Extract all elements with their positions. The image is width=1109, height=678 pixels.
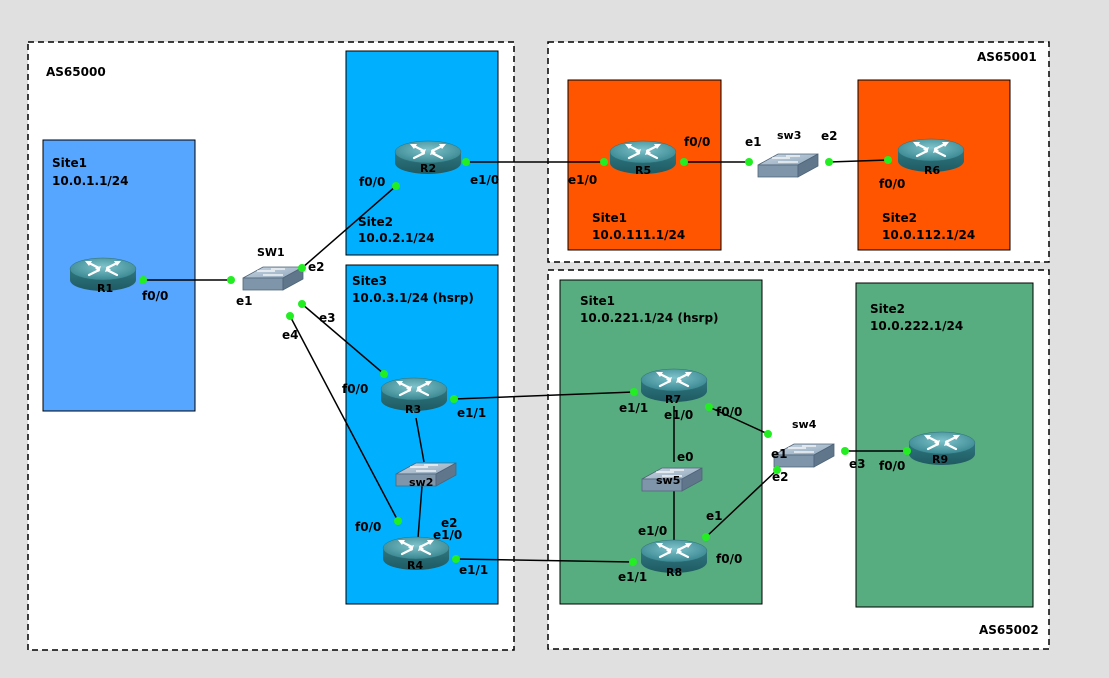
port-sw1-e1 bbox=[227, 276, 235, 284]
iface-r5-e10: e1/0 bbox=[568, 173, 597, 187]
link-r7-sw4 bbox=[708, 406, 769, 435]
as65000-site2-name: Site2 bbox=[358, 215, 393, 229]
port-sw4-e1 bbox=[764, 430, 772, 438]
port-r3-f00 bbox=[380, 370, 388, 378]
iface-r9-f00: f0/0 bbox=[879, 459, 905, 473]
port-r7-e11 bbox=[630, 388, 638, 396]
switch-sw2-label: sw2 bbox=[409, 476, 433, 489]
port-sw3-e1 bbox=[745, 158, 753, 166]
port-r3-e11 bbox=[450, 395, 458, 403]
router-r6-label: R6 bbox=[924, 164, 940, 177]
iface-sw1-e3: e3 bbox=[319, 311, 336, 325]
iface-r7-f00: f0/0 bbox=[716, 405, 742, 419]
iface-sw1-e4: e4 bbox=[282, 328, 299, 342]
as65001-site2-name: Site2 bbox=[882, 211, 917, 225]
port-r6-f00 bbox=[884, 156, 892, 164]
iface-r2-e10: e1/0 bbox=[470, 173, 499, 187]
link-sw1-r2 bbox=[301, 185, 397, 269]
iface-sw4-e1: e1 bbox=[771, 447, 788, 461]
port-sw4-e2 bbox=[773, 466, 781, 474]
iface-r7-e11: e1/1 bbox=[619, 401, 648, 415]
as65001-label: AS65001 bbox=[977, 50, 1037, 64]
as65000-site3-name: Site3 bbox=[352, 274, 387, 288]
port-sw3-e2 bbox=[825, 158, 833, 166]
iface-r7-e10: e1/0 bbox=[664, 408, 693, 422]
port-dots bbox=[139, 156, 911, 566]
port-r5-f00 bbox=[680, 158, 688, 166]
iface-r4-f00: f0/0 bbox=[355, 520, 381, 534]
iface-r4-e11: e1/1 bbox=[459, 563, 488, 577]
iface-sw4-e2: e2 bbox=[772, 470, 789, 484]
router-r8-label: R8 bbox=[666, 566, 682, 579]
iface-sw2-e2: e2 bbox=[441, 516, 458, 530]
as65000-site3-subnet: 10.0.3.1/24 (hsrp) bbox=[352, 291, 474, 305]
as65002-site1-subnet: 10.0.221.1/24 (hsrp) bbox=[580, 311, 719, 325]
iface-r8-e10: e1/0 bbox=[638, 524, 667, 538]
port-r4-e11 bbox=[452, 555, 460, 563]
iface-sw5-e1: e1 bbox=[706, 509, 723, 523]
iface-r5-f00: f0/0 bbox=[684, 135, 710, 149]
iface-sw1-e2: e2 bbox=[308, 260, 325, 274]
as65000-site2-subnet: 10.0.2.1/24 bbox=[358, 231, 435, 245]
port-sw4-e3 bbox=[841, 447, 849, 455]
link-sw1-r4 bbox=[289, 315, 399, 522]
iface-r4-e10: e1/0 bbox=[433, 528, 462, 542]
switch-sw3-label: sw3 bbox=[777, 129, 801, 142]
switch-sw1-label: SW1 bbox=[257, 246, 285, 259]
as65002-site1-name: Site1 bbox=[580, 294, 615, 308]
as65000-site1-subnet: 10.0.1.1/24 bbox=[52, 174, 129, 188]
iface-sw4-e3: e3 bbox=[849, 457, 866, 471]
link-r8-sw4 bbox=[705, 469, 778, 538]
as65002-site2-name: Site2 bbox=[870, 302, 905, 316]
link-r3-sw2 bbox=[415, 417, 425, 463]
as65002-label: AS65002 bbox=[979, 623, 1039, 637]
port-sw1-e4 bbox=[286, 312, 294, 320]
iface-r3-e11: e1/1 bbox=[457, 406, 486, 420]
iface-sw5-e0: e0 bbox=[677, 450, 694, 464]
router-r1-label: R1 bbox=[97, 282, 113, 295]
router-r2-label: R2 bbox=[420, 162, 436, 175]
port-sw1-e2 bbox=[298, 264, 306, 272]
port-r1-f00 bbox=[139, 276, 147, 284]
as65002-site2-subnet: 10.0.222.1/24 bbox=[870, 319, 963, 333]
iface-r1-f00: f0/0 bbox=[142, 289, 168, 303]
as65001-site1-subnet: 10.0.111.1/24 bbox=[592, 228, 685, 242]
router-r4-label: R4 bbox=[407, 559, 423, 572]
iface-r8-e11: e1/1 bbox=[618, 570, 647, 584]
port-r2-f00 bbox=[392, 182, 400, 190]
link-r3-r7 bbox=[453, 391, 635, 400]
switch-sw5-label: sw5 bbox=[656, 474, 680, 487]
as65000-site1-name: Site1 bbox=[52, 156, 87, 170]
iface-r8-f00: f0/0 bbox=[716, 552, 742, 566]
iface-r2-f00: f0/0 bbox=[359, 175, 385, 189]
switch-sw4-label: sw4 bbox=[792, 418, 817, 431]
port-r4-f00 bbox=[394, 517, 402, 525]
router-r5-label: R5 bbox=[635, 164, 651, 177]
link-sw2-r4 bbox=[417, 485, 423, 539]
link-sw1-r3 bbox=[301, 303, 385, 375]
iface-sw3-e2: e2 bbox=[821, 129, 838, 143]
port-r7-f00 bbox=[705, 403, 713, 411]
router-r3-label: R3 bbox=[405, 403, 421, 416]
iface-r3-f00: f0/0 bbox=[342, 382, 368, 396]
router-r9-label: R9 bbox=[932, 453, 948, 466]
port-r2-e10 bbox=[462, 158, 470, 166]
as65000-label: AS65000 bbox=[46, 65, 106, 79]
links bbox=[143, 159, 907, 563]
port-sw1-e3 bbox=[298, 300, 306, 308]
port-r8-e11 bbox=[629, 558, 637, 566]
as65001-site1-name: Site1 bbox=[592, 211, 627, 225]
as65001-site2-subnet: 10.0.112.1/24 bbox=[882, 228, 975, 242]
iface-sw1-e1: e1 bbox=[236, 294, 253, 308]
iface-r6-f00: f0/0 bbox=[879, 177, 905, 191]
port-r5-e10 bbox=[600, 158, 608, 166]
link-sw3-r6 bbox=[828, 159, 889, 163]
iface-sw3-e1: e1 bbox=[745, 135, 762, 149]
port-r9-f00 bbox=[903, 447, 911, 455]
port-r8-f00 bbox=[702, 533, 710, 541]
link-r4-r8 bbox=[455, 558, 634, 563]
router-r7-label: R7 bbox=[665, 393, 681, 406]
